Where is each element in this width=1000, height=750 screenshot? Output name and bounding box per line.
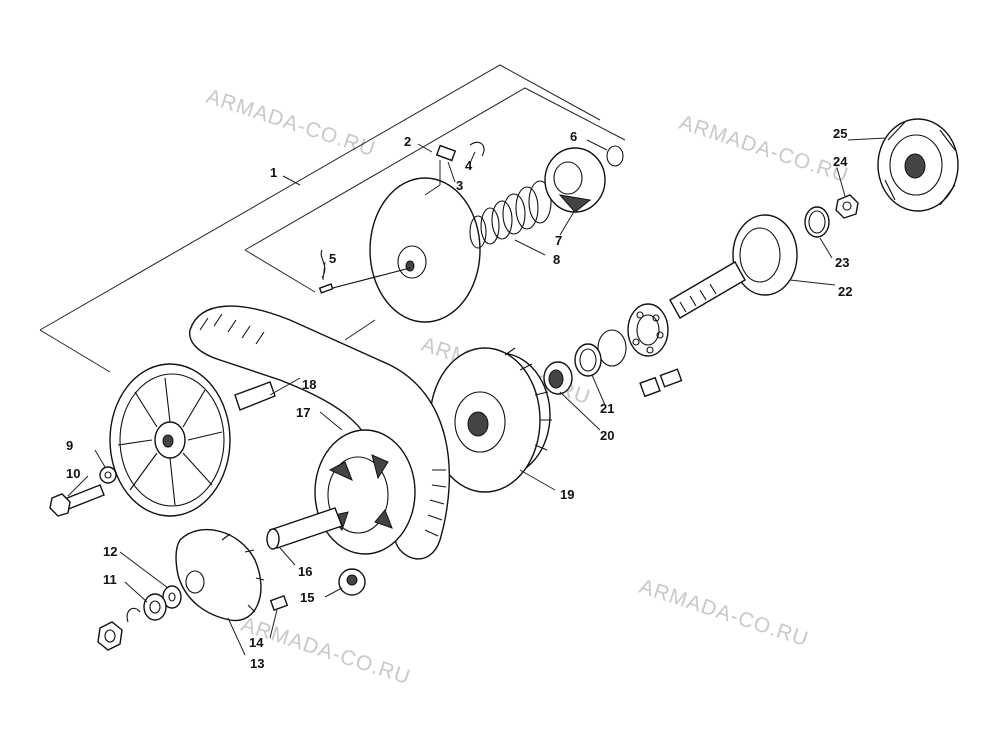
part-9-washer <box>99 466 117 484</box>
callout-24: 24 <box>833 154 848 169</box>
part-6-snap-ring <box>606 145 624 167</box>
callout-23: 23 <box>835 255 849 270</box>
part-25-clutch-shoe <box>877 118 959 212</box>
lock-ring <box>126 607 141 623</box>
part-7-cam <box>544 147 606 213</box>
callout-15: 15 <box>300 590 314 605</box>
part-21-ring <box>574 343 602 377</box>
callout-20: 20 <box>600 428 614 443</box>
part-16-shaft <box>266 507 343 550</box>
callout-13: 13 <box>250 656 264 671</box>
part-19-driven-sheave <box>429 347 552 493</box>
part-22-drive-shaft <box>669 214 798 319</box>
leader-lines <box>67 137 887 656</box>
callout-8: 8 <box>553 252 560 267</box>
callout-11: 11 <box>103 572 117 587</box>
bearing <box>627 303 669 357</box>
bolt <box>639 368 683 398</box>
snap-ring <box>597 329 627 367</box>
callouts: 1 2 3 4 5 6 7 8 9 10 11 12 13 14 15 16 1… <box>66 126 852 671</box>
callout-3: 3 <box>456 178 463 193</box>
watermark: ARMADA-CO.RU <box>676 111 851 187</box>
callout-1: 1 <box>270 165 277 180</box>
callout-12: 12 <box>103 544 117 559</box>
callout-6: 6 <box>570 129 577 144</box>
callout-25: 25 <box>833 126 847 141</box>
part-3-clip <box>435 144 457 162</box>
callout-22: 22 <box>838 284 852 299</box>
callout-4: 4 <box>465 158 473 173</box>
callout-7: 7 <box>555 233 562 248</box>
part-10-bolt <box>49 484 105 517</box>
callout-17: 17 <box>296 405 310 420</box>
part-8-spring <box>469 180 552 249</box>
callout-18: 18 <box>302 377 316 392</box>
part-18-drive-belt <box>188 305 450 560</box>
callout-2: 2 <box>404 134 411 149</box>
part-23-ring <box>804 206 830 238</box>
callout-9: 9 <box>66 438 73 453</box>
callout-10: 10 <box>66 466 80 481</box>
callout-16: 16 <box>298 564 312 579</box>
part-2-movable-sheave <box>324 160 481 323</box>
assembly-bracket-1 <box>39 64 601 373</box>
watermark: ARMADA-CO.RU <box>636 575 811 651</box>
part-4-pin <box>469 141 485 157</box>
part-11-bushing <box>143 593 167 621</box>
part-14-clip <box>269 595 289 611</box>
assembly-bracket-2 <box>244 87 626 341</box>
part-13-spider <box>175 528 265 622</box>
lock-nut <box>97 621 123 651</box>
part-20-bushing <box>543 361 573 395</box>
callout-21: 21 <box>600 401 614 416</box>
part-15-nut <box>338 568 366 596</box>
part-1-fixed-sheave <box>109 363 276 517</box>
part-24-nut <box>835 194 859 219</box>
callout-5: 5 <box>329 251 336 266</box>
callout-14: 14 <box>249 635 264 650</box>
part-17-drive-clutch <box>314 429 416 555</box>
callout-19: 19 <box>560 487 574 502</box>
watermark: ARMADA-CO.RU <box>238 613 413 689</box>
